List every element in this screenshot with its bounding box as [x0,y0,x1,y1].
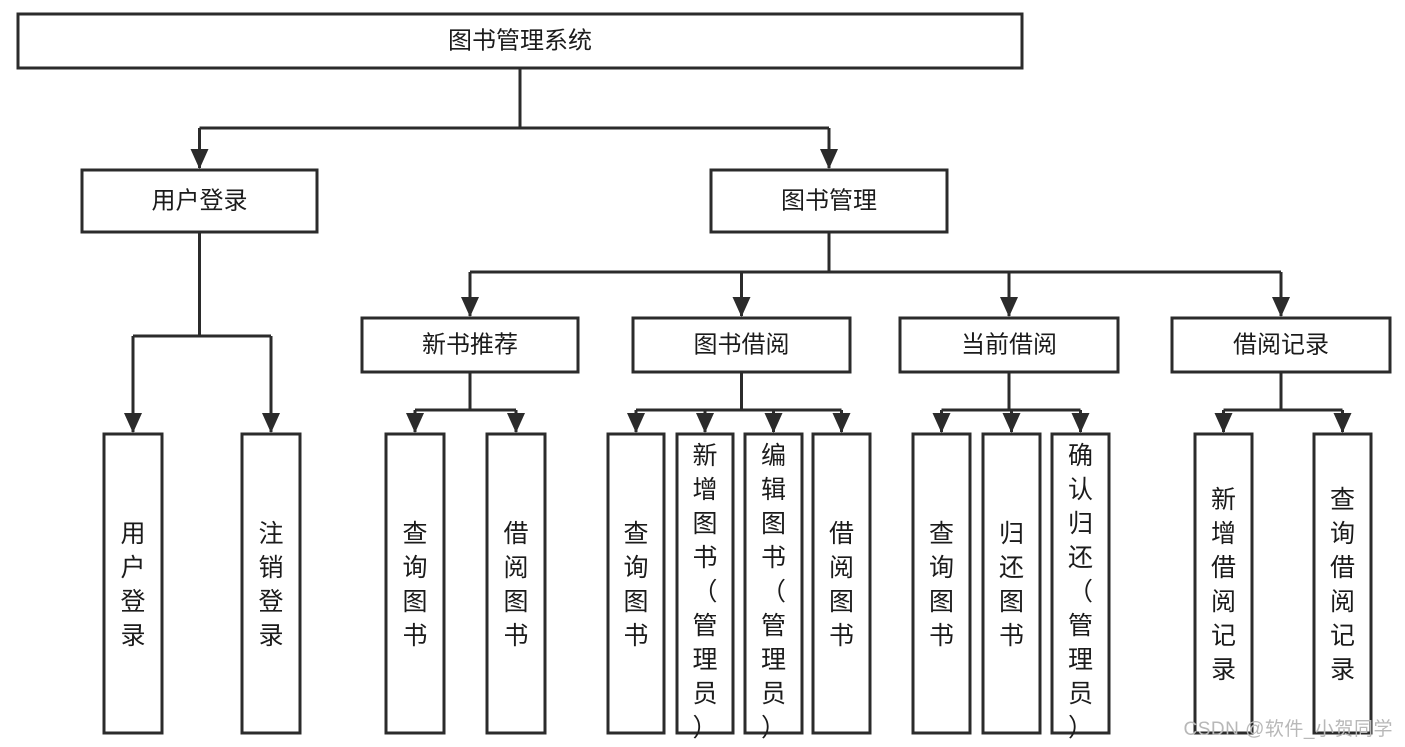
node-label-leaf-return-book: 归还图书 [999,520,1024,650]
node-leaf-edit-book-admin[interactable]: 编辑图书（管理员） [743,432,804,742]
node-leaf-add-borrow-record[interactable]: 新增借阅记录 [1193,432,1254,735]
node-leaf-query-book-current[interactable]: 查询图书 [911,432,972,735]
node-label-book-manage: 图书管理 [781,187,877,214]
node-box-leaf-query-book-current[interactable] [911,432,972,735]
node-leaf-user-login[interactable]: 用户登录 [102,432,164,735]
arrow-head-icon [832,413,851,433]
arrow-head-icon [732,297,751,317]
arrow-head-icon [507,413,525,433]
node-box-new-book-recommend[interactable] [360,316,580,374]
node-leaf-logout-login[interactable]: 注销登录 [240,432,302,735]
node-box-book-borrow[interactable] [631,316,852,374]
node-box-user-login[interactable] [80,168,319,234]
csdn-watermark: CSDN @软件_小贺同学 [1183,719,1393,740]
node-box-leaf-return-book[interactable] [981,432,1042,735]
node-leaf-return-book[interactable]: 归还图书 [981,432,1042,735]
node-box-leaf-borrow-book-recommend[interactable] [485,432,547,735]
node-label-book-borrow: 图书借阅 [694,331,790,358]
node-label-leaf-query-book-current: 查询图书 [929,520,954,650]
arrow-head-icon [190,149,209,169]
node-box-root[interactable] [16,12,1024,70]
arrow-head-icon [406,413,424,433]
node-layer: 图书管理系统用户登录图书管理新书推荐图书借阅当前借阅借阅记录用户登录注销登录查询… [16,12,1392,742]
arrow-head-icon [1272,297,1290,317]
arrow-head-icon [1071,413,1090,433]
arrow-head-icon [932,413,951,433]
node-label-leaf-query-borrow-record: 查询借阅记录 [1330,486,1355,684]
node-label-leaf-edit-book-admin: 编辑图书（管理员） [761,442,786,742]
node-leaf-query-book-recommend[interactable]: 查询图书 [384,432,446,735]
arrow-head-icon [1002,413,1021,433]
node-label-leaf-query-book-borrow: 查询图书 [623,520,648,650]
node-user-login[interactable]: 用户登录 [80,168,319,234]
node-leaf-confirm-return-admin[interactable]: 确认归还（管理员） [1050,432,1111,742]
arrow-head-icon [627,413,645,433]
node-box-leaf-logout-login[interactable] [240,432,302,735]
node-label-leaf-add-borrow-record: 新增借阅记录 [1211,486,1236,684]
node-box-leaf-add-book-admin[interactable] [675,432,735,735]
node-label-leaf-query-book-recommend: 查询图书 [402,520,427,650]
node-box-leaf-query-book-borrow[interactable] [606,432,666,735]
arrow-head-icon [461,297,479,317]
node-label-leaf-borrow-book-recommend: 借阅图书 [503,520,528,650]
arrow-head-icon [820,149,838,169]
node-label-root: 图书管理系统 [448,27,592,54]
arrow-head-icon [764,413,783,433]
node-label-leaf-logout-login: 注销登录 [258,520,283,650]
node-leaf-borrow-book[interactable]: 借阅图书 [811,432,872,735]
node-borrow-records[interactable]: 借阅记录 [1170,316,1392,374]
node-leaf-add-book-admin[interactable]: 新增图书（管理员） [675,432,735,742]
arrow-head-icon [1333,413,1352,433]
node-book-manage[interactable]: 图书管理 [709,168,949,234]
node-label-leaf-borrow-book: 借阅图书 [829,520,854,650]
node-box-leaf-borrow-book[interactable] [811,432,872,735]
node-label-leaf-user-login: 用户登录 [120,520,145,650]
node-label-current-borrow: 当前借阅 [961,331,1057,358]
connector-layer [124,68,1352,433]
node-box-leaf-add-borrow-record[interactable] [1193,432,1254,735]
arrow-head-icon [124,413,142,433]
node-label-user-login: 用户登录 [152,187,248,214]
node-box-book-manage[interactable] [709,168,949,234]
node-book-borrow[interactable]: 图书借阅 [631,316,852,374]
node-leaf-borrow-book-recommend[interactable]: 借阅图书 [485,432,547,735]
node-box-leaf-user-login[interactable] [102,432,164,735]
node-current-borrow[interactable]: 当前借阅 [898,316,1120,374]
node-root[interactable]: 图书管理系统 [16,12,1024,70]
arrow-head-icon [262,413,280,433]
node-box-borrow-records[interactable] [1170,316,1392,374]
node-label-leaf-add-book-admin: 新增图书（管理员） [692,442,717,742]
node-leaf-query-book-borrow[interactable]: 查询图书 [606,432,666,735]
node-box-leaf-confirm-return-admin[interactable] [1050,432,1111,735]
node-new-book-recommend[interactable]: 新书推荐 [360,316,580,374]
node-box-leaf-query-borrow-record[interactable] [1312,432,1373,735]
node-box-leaf-edit-book-admin[interactable] [743,432,804,735]
arrow-head-icon [1000,297,1018,317]
arrow-head-icon [1214,413,1233,433]
node-label-leaf-confirm-return-admin: 确认归还（管理员） [1068,442,1093,742]
node-leaf-query-borrow-record[interactable]: 查询借阅记录 [1312,432,1373,735]
node-label-new-book-recommend: 新书推荐 [422,331,518,358]
arrow-head-icon [696,413,714,433]
node-box-leaf-query-book-recommend[interactable] [384,432,446,735]
node-label-borrow-records: 借阅记录 [1233,331,1329,358]
node-box-current-borrow[interactable] [898,316,1120,374]
